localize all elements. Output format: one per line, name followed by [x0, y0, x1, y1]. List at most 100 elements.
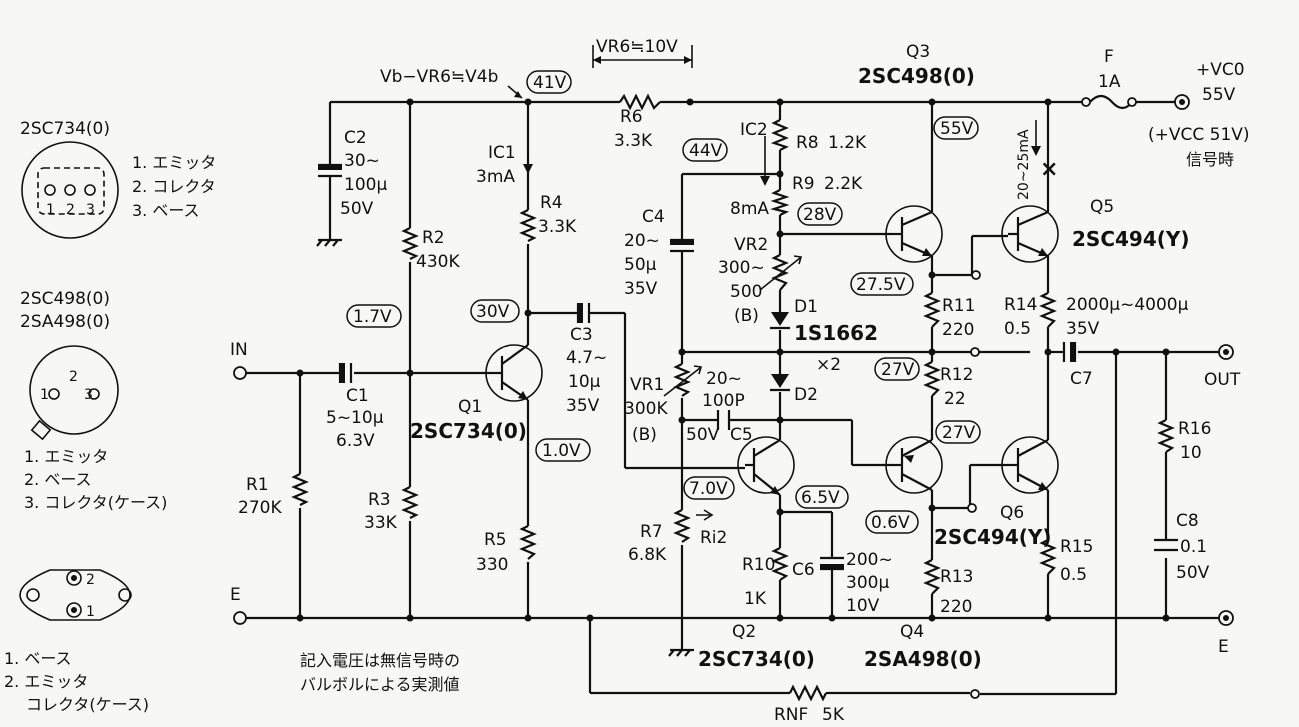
voltage-28v: 28V	[803, 205, 837, 225]
r1-label: R1	[246, 475, 269, 495]
ic1-value: 3mA	[476, 167, 515, 187]
c6-value-2: 300μ	[846, 573, 889, 593]
pinout-power-body	[19, 569, 131, 621]
diode-part-label: 1S1662	[794, 321, 878, 345]
r16-resistor	[1157, 419, 1175, 453]
q5-current-label: 20~25mA	[1016, 129, 1032, 200]
diodes	[770, 312, 790, 392]
c2-label: C2	[344, 128, 367, 148]
voltage-27v-a: 27V	[881, 360, 915, 380]
r4-label: R4	[540, 193, 563, 213]
voltage-1-0v: 1.0V	[542, 441, 581, 461]
r11-resistor	[923, 292, 941, 328]
r12-value: 22	[944, 389, 966, 409]
r15-label: R15	[1060, 537, 1093, 557]
r3-value: 33K	[364, 513, 398, 533]
r2-value: 430K	[416, 252, 460, 272]
r10-resistor	[771, 547, 789, 581]
vcc-signal-note: 信号時	[1186, 150, 1234, 169]
voltage-30v: 30V	[476, 302, 510, 322]
c6-voltage: 10V	[846, 596, 880, 616]
r6-value: 3.3K	[614, 131, 653, 151]
voltage-41v: 41V	[533, 73, 567, 93]
ri2-label: Ri2	[700, 528, 727, 548]
vr2-value-2: 500	[730, 282, 762, 302]
r12-resistor	[923, 361, 941, 397]
q2-part-label: 2SC734(0)	[698, 647, 815, 671]
vcc-label: +VC0	[1196, 60, 1245, 80]
voltage-bubbles: 41V 44V 55V 28V 27.5V 27V 27V 1.7V 30V 1…	[346, 70, 981, 534]
pinout-2sc734-title: 2SC734(0)	[20, 119, 110, 139]
vr1-resistor	[673, 363, 691, 397]
d2-label: D2	[794, 385, 818, 405]
q5-part-label: 2SC494(Y)	[1072, 227, 1190, 251]
vcc-signal-label: (+VCC 51V)	[1148, 125, 1250, 145]
r11-value: 220	[942, 320, 974, 340]
c6-label: C6	[792, 560, 815, 580]
r10-value: 1K	[744, 589, 767, 609]
r14-value: 0.5	[1004, 319, 1031, 339]
rnf-label: RNF	[774, 705, 808, 725]
c8-label: C8	[1176, 511, 1199, 531]
capacitors	[316, 163, 1178, 657]
vr1-taper: (B)	[632, 425, 657, 445]
c7-value: 2000μ~4000μ	[1066, 295, 1189, 315]
pinout-2sa498-title: 2SA498(0)	[20, 312, 110, 332]
c3-voltage: 35V	[566, 396, 600, 416]
c4-value-2: 50μ	[624, 255, 657, 275]
output-label: OUT	[1204, 370, 1241, 390]
c4-label: C4	[642, 207, 665, 227]
fuse-value: 1A	[1098, 72, 1121, 92]
c8-voltage: 50V	[1176, 563, 1210, 583]
r8-label: R8	[796, 133, 819, 153]
vcc-value: 55V	[1202, 85, 1236, 105]
q2-transistor	[737, 436, 795, 496]
measurement-note-1: 記入電圧は無信号時の	[300, 651, 460, 670]
c3-value-2: 10μ	[568, 372, 601, 392]
c1-value: 5~10μ	[326, 408, 384, 428]
svg-text:1: 1	[40, 387, 49, 403]
transistors	[485, 205, 1059, 496]
voltage-27-5v: 27.5V	[856, 275, 906, 295]
component-labels: Vb−VR6≒V4b VR6≒10V Q3 2SC498(0) F 1A +VC…	[230, 37, 1250, 725]
r6-resistor	[619, 93, 661, 111]
r4-value: 3.3K	[538, 217, 577, 237]
r7-resistor	[673, 509, 691, 543]
voltage-55v: 55V	[940, 119, 974, 139]
r16-label: R16	[1178, 419, 1211, 439]
c5-value-1: 20~	[706, 369, 742, 389]
pinout-2sc498: 2SC498(0) 2SA498(0) 1 2 3 1. エミッタ 2. ベース…	[20, 289, 167, 512]
ic2-value: 8mA	[730, 199, 769, 219]
junctions	[296, 98, 1170, 622]
c3-value-1: 4.7~	[566, 348, 607, 368]
r13-label: R13	[940, 567, 973, 587]
r9-resistor	[770, 189, 790, 216]
fuse: ×	[1040, 94, 1137, 182]
vr1-value: 300K	[624, 399, 668, 419]
vr2-value-1: 300~	[718, 258, 765, 278]
voltage-44v: 44V	[689, 141, 723, 161]
svg-text:1: 1	[46, 202, 55, 218]
r5-value: 330	[476, 555, 508, 575]
pinout-2sc498-body	[29, 345, 119, 435]
q3-part-label: 2SC498(0)	[858, 64, 975, 88]
r13-value: 220	[940, 597, 972, 617]
c4-voltage: 35V	[624, 279, 658, 299]
c5-value-2: 100P	[702, 391, 745, 411]
r14-label: R14	[1004, 295, 1037, 315]
d1-diode	[771, 312, 789, 326]
q4-label: Q4	[900, 622, 924, 642]
r1-value: 270K	[238, 498, 282, 518]
svg-text:3: 3	[84, 387, 93, 403]
r1-resistor	[291, 473, 309, 506]
c2-value-2: 100μ	[344, 175, 387, 195]
svg-text:3: 3	[86, 202, 95, 218]
r8-value: 1.2K	[828, 133, 867, 153]
r7-label: R7	[640, 522, 663, 542]
r9-label: R9	[792, 174, 815, 194]
q5-label: Q5	[1090, 197, 1114, 217]
r2-resistor	[401, 227, 419, 260]
q6-part-label: 2SC494(Y)	[934, 525, 1052, 549]
c1-voltage: 6.3V	[336, 431, 375, 451]
